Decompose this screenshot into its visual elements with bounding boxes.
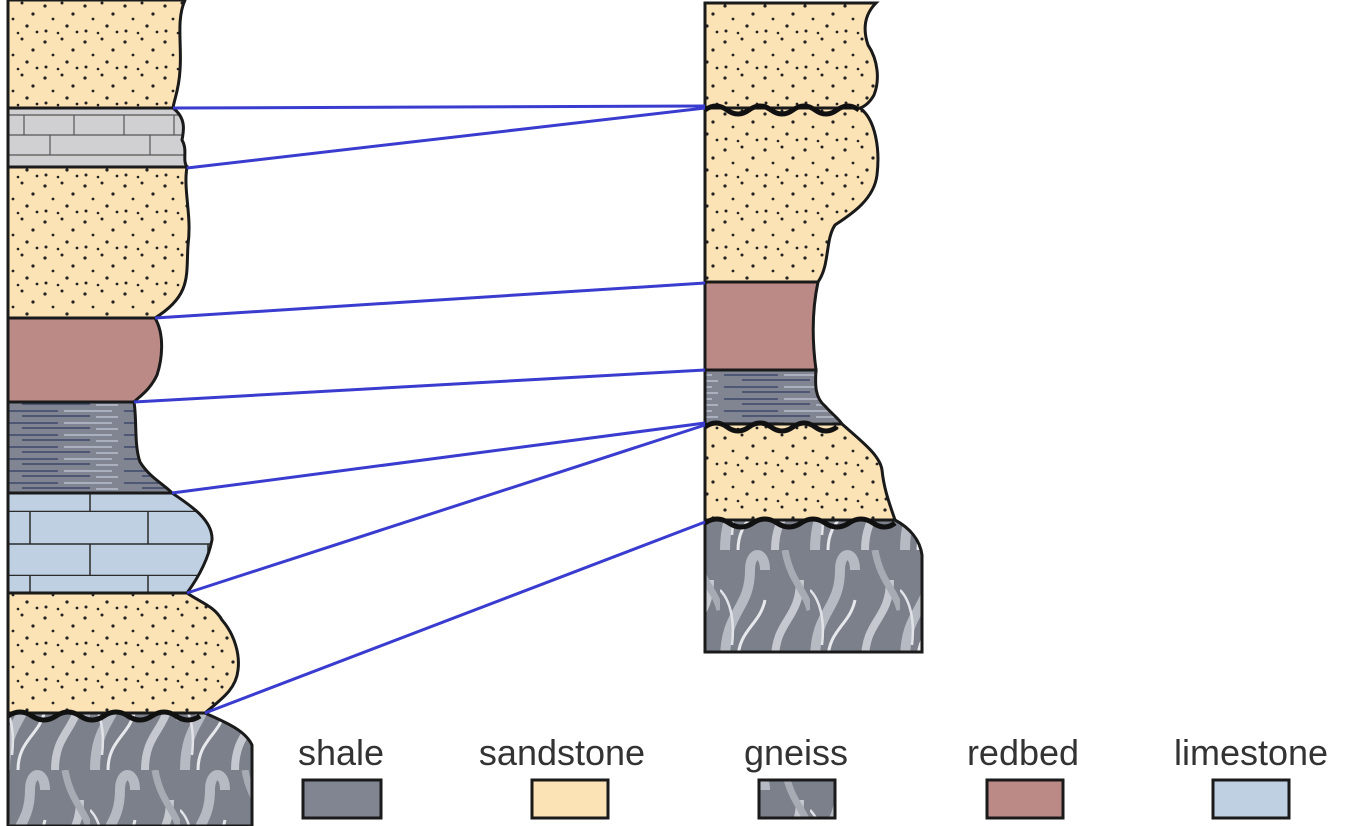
right-sandstone-bed-middle: [703, 106, 880, 284]
left-sandstone-bed-middle: [6, 165, 191, 320]
legend: shale sandstone gneiss redbed limestone: [298, 732, 1328, 820]
legend-item-gneiss: gneiss: [744, 732, 848, 820]
legend-label-sandstone: sandstone: [479, 732, 645, 773]
left-unconformity: [6, 709, 202, 723]
left-gneiss-basement: [6, 711, 254, 826]
correlation-line: [186, 423, 706, 595]
correlation-line: [204, 520, 706, 715]
left-shale-bed: [6, 400, 176, 495]
legend-swatch-limestone: [1211, 778, 1291, 820]
correlation-lines: [133, 104, 706, 715]
left-limestone-bed-thin: [6, 106, 190, 169]
legend-label-shale: shale: [298, 732, 384, 773]
correlation-line: [154, 281, 706, 320]
legend-item-shale: shale: [298, 732, 384, 820]
legend-swatch-sandstone: [530, 778, 610, 820]
legend-label-gneiss: gneiss: [744, 732, 848, 773]
left-redbed: [6, 316, 164, 404]
left-sandstone-bed-top: [6, 0, 187, 110]
correlation-line: [172, 104, 706, 110]
legend-label-redbed: redbed: [967, 732, 1079, 773]
right-sandstone-bed-lower: [703, 422, 898, 522]
right-shale-bed: [703, 368, 845, 426]
left-sandstone-bed-lower: [6, 591, 240, 715]
legend-item-limestone: limestone: [1174, 732, 1328, 820]
right-gneiss-basement: [703, 518, 924, 654]
right-sandstone-bed-top: [703, 1, 880, 110]
right-unconformity-upper: [703, 103, 861, 117]
left-limestone-bed: [6, 491, 214, 595]
correlation-line: [186, 106, 706, 170]
legend-label-limestone: limestone: [1174, 732, 1328, 773]
legend-item-redbed: redbed: [967, 732, 1079, 820]
right-redbed: [703, 280, 820, 372]
correlation-line: [171, 421, 706, 495]
right-stratigraphic-column: [703, 1, 924, 654]
legend-item-sandstone: sandstone: [479, 732, 645, 820]
left-stratigraphic-column: [6, 0, 254, 826]
legend-swatch-redbed: [985, 778, 1065, 820]
right-unconformity-middle: [703, 420, 839, 434]
correlation-line: [133, 368, 706, 404]
right-unconformity-lower: [703, 516, 897, 530]
legend-swatch-gneiss: [757, 778, 837, 820]
legend-swatch-shale: [301, 778, 383, 820]
